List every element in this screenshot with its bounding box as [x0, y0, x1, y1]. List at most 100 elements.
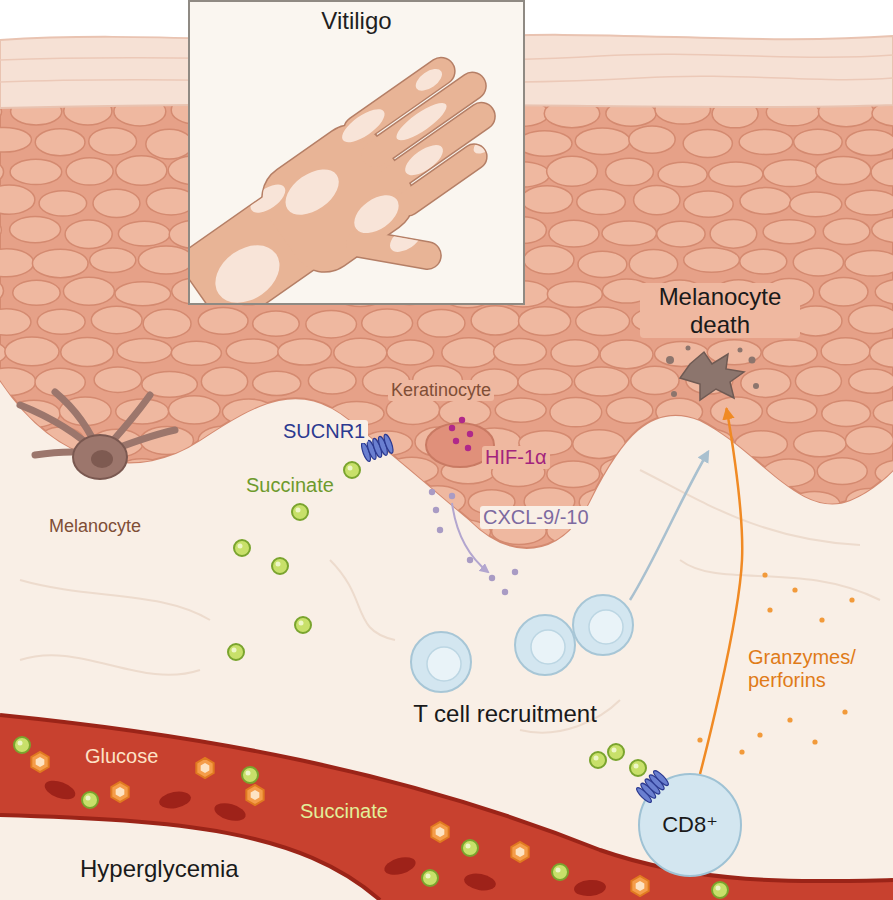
receptor-label: SUCNR1: [280, 420, 368, 443]
node-text: CD8⁺: [662, 812, 718, 837]
succinate-highlight: [86, 796, 91, 801]
keratinocyte-cell: [0, 520, 7, 547]
cell-fragment: [686, 346, 691, 351]
keratinocyte-cell: [0, 185, 35, 214]
hif-dot: [465, 445, 471, 451]
keratinocyte-cell: [253, 311, 300, 336]
keratinocyte-cell: [629, 126, 675, 153]
chemokine-label: CXCL-9/-10: [480, 506, 592, 529]
keratinocyte-cell: [684, 191, 734, 217]
keratinocyte-cell: [740, 188, 791, 215]
keratinocyte-cell: [386, 520, 435, 546]
keratinocyte-cell: [91, 306, 142, 333]
keratinocyte-cell: [417, 309, 464, 337]
keratinocyte-cell: [91, 486, 138, 514]
keratinocyte-cell: [547, 156, 598, 186]
depigmented-patch: [392, 97, 451, 146]
succinate-highlight: [299, 621, 304, 626]
keratinocyte-cell: [0, 461, 5, 487]
succinate-highlight: [296, 508, 301, 513]
keratinocyte-cell: [524, 246, 574, 274]
keratinocyte-cell: [39, 191, 87, 216]
keratinocyte-cell: [63, 579, 112, 609]
keratinocyte-cell: [13, 280, 60, 305]
keratinocyte-cell: [10, 159, 62, 184]
depigmented-patch: [412, 65, 446, 95]
glucose-molecule: [196, 758, 213, 778]
glucose-core: [116, 787, 125, 797]
granzyme-dot: [842, 709, 847, 714]
granzyme-dot: [739, 749, 744, 754]
depigmented-patch: [277, 160, 347, 224]
keratinocyte-cell: [360, 487, 407, 515]
keratinocyte-cell: [362, 309, 413, 337]
keratinocyte-cell: [600, 340, 653, 369]
red-blood-cell: [382, 854, 417, 878]
keratinocyte-cell: [574, 367, 629, 396]
keratinocyte-cell: [740, 249, 787, 274]
dermis-fibre: [20, 580, 210, 620]
keratinocyte-cell: [739, 129, 793, 154]
succinate-highlight: [556, 868, 561, 873]
keratinocyte-cell: [336, 579, 382, 604]
melanocyte-nucleus: [91, 450, 113, 468]
keratinocyte-cell: [278, 339, 332, 365]
keratinocyte-cell: [793, 248, 843, 276]
keratinocyte-cell: [629, 428, 685, 458]
red-blood-cell: [42, 777, 78, 803]
keratinocyte-cell: [0, 249, 34, 277]
chemokine-dot: [467, 557, 473, 563]
keratinocyte-cell: [0, 277, 3, 305]
cd8-t-cell: CD8⁺: [638, 773, 742, 877]
hif-dot: [459, 417, 465, 423]
keratinocyte-cell: [549, 220, 599, 247]
glucose-molecule: [631, 876, 648, 896]
chemokine-dot: [449, 493, 455, 499]
cell-fragment: [749, 357, 756, 364]
keratinocyte-cell: [710, 520, 760, 546]
keratinocyte-cell: [61, 338, 114, 367]
keratinocyte-cell: [629, 250, 677, 279]
keratinocyte-cell: [656, 398, 703, 425]
succinate-molecule: [14, 737, 30, 753]
keratinocyte-cell: [819, 278, 868, 307]
depigmented-patch: [385, 220, 426, 257]
process-label: T cell recruitment: [410, 700, 600, 728]
keratinocyte-cell: [385, 457, 438, 483]
keratinocyte-cell: [146, 129, 193, 159]
keratinocyte-cell: [116, 156, 167, 186]
cell-fragment: [666, 356, 674, 364]
keratinocyte-cell: [849, 306, 893, 334]
keratinocyte-cell: [0, 548, 30, 576]
glucose-core: [36, 757, 45, 767]
keratinocyte-cell: [845, 251, 893, 277]
keratinocyte-cell: [763, 220, 816, 244]
effector-label: Granzymes/ perforins: [748, 646, 878, 692]
red-blood-cell: [158, 789, 192, 810]
keratinocyte-cell: [763, 160, 818, 187]
keratinocyte-cell: [760, 579, 815, 605]
keratinocyte-cell: [521, 186, 572, 214]
succinate-highlight: [18, 741, 23, 746]
keratinocyte-cell: [35, 129, 85, 156]
node-text: Vitiligo: [190, 2, 523, 35]
keratinocyte-cell: [0, 580, 6, 606]
keratinocyte-cell: [143, 309, 191, 338]
keratinocyte-cell: [766, 521, 818, 546]
keratinocyte-cell: [709, 162, 763, 186]
keratinocyte-cell: [334, 338, 387, 367]
keratinocyte-cell: [121, 576, 170, 604]
succinate-highlight: [246, 771, 251, 776]
keratinocyte-cell: [628, 551, 677, 576]
keratinocyte-cell: [657, 578, 711, 606]
keratinocyte-cell: [519, 307, 571, 336]
keratinocyte-cell: [201, 367, 247, 395]
keratinocyte-cell: [308, 367, 356, 394]
hif-dot: [467, 431, 473, 437]
glucose-core: [201, 763, 210, 773]
keratinocyte-cell: [117, 338, 172, 362]
keratinocyte-cell: [707, 340, 761, 365]
keratinocyte-cell: [681, 488, 735, 513]
keratinocyte-cell: [65, 220, 112, 248]
